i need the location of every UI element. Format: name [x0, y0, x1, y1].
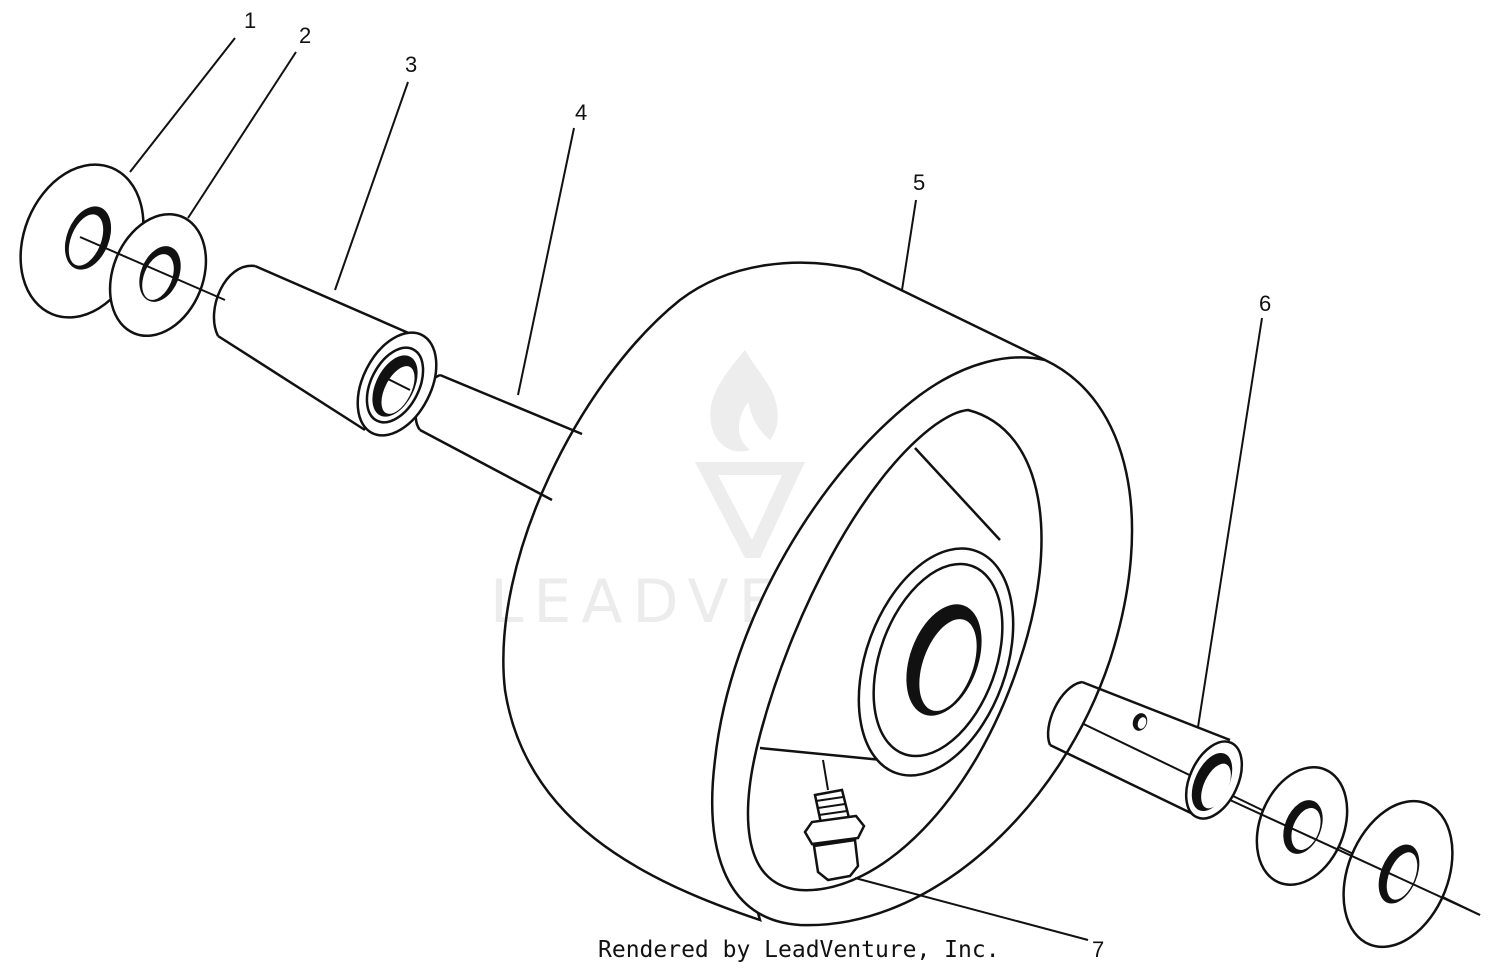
callout-3: 3	[405, 52, 417, 77]
part-4-axle-shaft	[414, 373, 583, 502]
part-5-wheel	[502, 261, 1134, 927]
part-6-spacer	[1046, 680, 1244, 820]
right-small-washer	[1255, 766, 1349, 886]
callout-5: 5	[913, 170, 925, 195]
leader-2	[187, 51, 297, 219]
callout-4: 4	[575, 100, 587, 125]
leader-1	[129, 37, 236, 173]
callout-labels: 1 2 3 4 5 6 7	[244, 8, 1271, 962]
callout-1: 1	[244, 8, 256, 33]
leader-6	[1197, 317, 1263, 728]
axle-centerline-bushing	[379, 374, 411, 391]
callout-6: 6	[1259, 291, 1271, 316]
axle-centerline-left	[79, 236, 226, 301]
part-7-grease-fitting	[803, 759, 866, 882]
leader-5	[901, 199, 917, 291]
flame-logo-icon	[710, 350, 778, 452]
leader-3	[334, 81, 409, 291]
v-logo-icon	[695, 462, 805, 558]
callout-2: 2	[299, 23, 311, 48]
right-large-washer	[1342, 799, 1454, 949]
axle-centerline-right-washers	[1229, 799, 1481, 916]
leader-4	[517, 127, 575, 396]
leader-lines	[129, 37, 1263, 941]
leader-7	[854, 877, 1089, 941]
render-credit: Rendered by LeadVenture, Inc.	[598, 937, 1000, 963]
callout-7: 7	[1092, 937, 1104, 962]
part-2-washer	[108, 212, 208, 338]
